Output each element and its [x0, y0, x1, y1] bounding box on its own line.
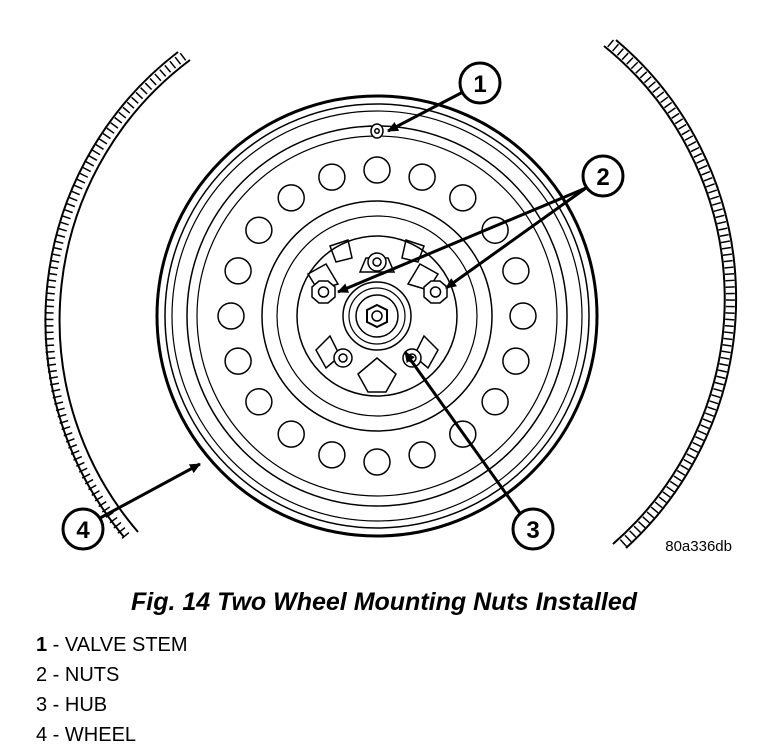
leader-line-valve-stem: [387, 90, 464, 133]
svg-text:4: 4: [76, 517, 90, 544]
wheel-stud-lower-left: [333, 348, 353, 368]
legend-label: NUTS: [64, 664, 120, 686]
vent-hole: [509, 302, 537, 330]
vent-hole: [245, 388, 273, 416]
vent-hole: [502, 257, 530, 285]
wheel-stud-top: [367, 252, 387, 272]
leader-line-nut-left: [337, 186, 587, 294]
legend-item-wheel: 4 - WHEEL: [36, 724, 137, 746]
legend-label: HUB: [64, 694, 108, 716]
valve-stem: [370, 123, 384, 139]
vent-hole: [408, 163, 436, 191]
vent-hole: [318, 163, 346, 191]
legend-number: 1: [36, 634, 48, 656]
vent-hole: [277, 420, 305, 448]
leader-line-wheel: [99, 462, 201, 520]
legend-item-hub: 3 - HUB: [36, 694, 108, 716]
legend-item-nuts: 2 - NUTS: [36, 664, 120, 686]
callout-1: 1: [458, 61, 502, 105]
legend-label: WHEEL: [64, 724, 137, 746]
svg-text:3: 3: [526, 517, 539, 544]
legend-number: 4: [36, 724, 48, 746]
wheel-nut-left: [311, 280, 336, 304]
legend-number: 2: [36, 664, 48, 686]
vent-hole: [224, 347, 252, 375]
legend-number: 3: [36, 694, 48, 716]
vent-hole: [408, 441, 436, 469]
vent-holes: [217, 156, 537, 476]
svg-text:2: 2: [596, 164, 609, 191]
legend-label: VALVE STEM: [64, 634, 188, 656]
tire-outline: [44, 39, 738, 550]
vent-hole: [224, 257, 252, 285]
figure-caption: Fig. 14 Two Wheel Mounting Nuts Installe…: [130, 588, 638, 616]
vent-hole: [363, 448, 391, 476]
vent-hole: [245, 216, 273, 244]
wheel-nuts: [311, 252, 448, 368]
legend-item-valve-stem: 1 - VALVE STEM: [36, 634, 188, 656]
vent-hole: [217, 302, 245, 330]
vent-hole: [502, 347, 530, 375]
leader-line-nut-right: [445, 186, 587, 290]
vent-hole: [363, 156, 391, 184]
vent-hole: [481, 388, 509, 416]
callout-2: 2: [581, 154, 625, 198]
hub: [342, 281, 412, 351]
vent-hole: [277, 184, 305, 212]
callout-3: 3: [511, 507, 555, 551]
wheel-diagram: 1 2 3 4 80a336db: [44, 39, 738, 555]
callout-4: 4: [61, 507, 105, 551]
legend: 1 - VALVE STEM 2 - NUTS 3 - HUB 4 - WHEE…: [36, 630, 188, 750]
leader-line-hub: [403, 351, 524, 517]
leader-lines: [99, 90, 587, 520]
vent-hole: [449, 184, 477, 212]
svg-text:1: 1: [473, 71, 486, 98]
figure-reference-code: 80a336db: [665, 538, 732, 555]
wheel-nut-right: [423, 280, 448, 304]
vent-hole: [318, 441, 346, 469]
